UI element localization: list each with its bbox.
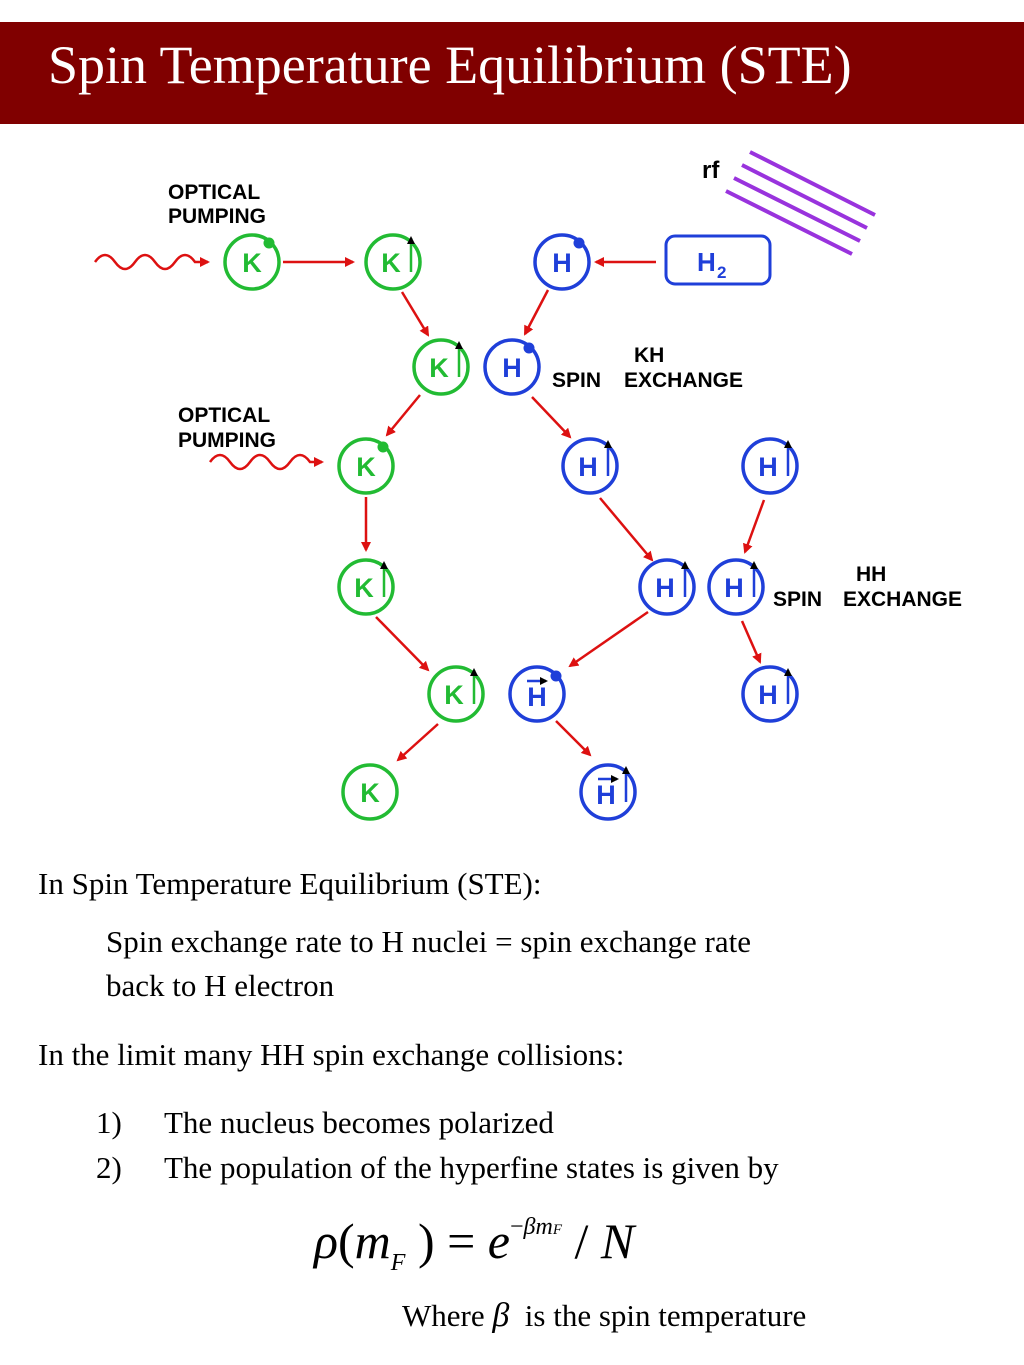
page-title: Spin Temperature Equilibrium (STE): [48, 35, 852, 95]
hh-exchange-line1: HH: [856, 563, 886, 586]
optical-pumping-mid-line2: PUMPING: [178, 429, 276, 452]
photon-wave-mid: [208, 453, 324, 471]
k-atom-7: K: [341, 763, 399, 821]
rate-line-2: back to H electron: [106, 968, 335, 1003]
k-atom-5: K: [337, 558, 395, 616]
photon-wave-top: [93, 253, 210, 271]
svg-text:H: H: [655, 573, 675, 603]
svg-text:H: H: [724, 573, 744, 603]
svg-text:K: K: [444, 680, 464, 710]
svg-text:H: H: [758, 680, 778, 710]
h-atom-6: H: [707, 558, 765, 616]
h-atom-7: H: [508, 665, 566, 723]
limit-text: In the limit many HH spin exchange colli…: [38, 1037, 625, 1072]
svg-text:H: H: [552, 248, 572, 278]
h2-molecule-box: H 2: [664, 234, 772, 286]
list-item-1: The nucleus becomes polarized: [164, 1105, 554, 1140]
svg-text:K: K: [429, 353, 449, 383]
h-atom-8: H: [741, 665, 799, 723]
svg-text:K: K: [360, 778, 380, 808]
h2-label: H: [697, 247, 716, 277]
rf-lines: [725, 150, 876, 256]
kh-exchange-line2: EXCHANGE: [624, 369, 743, 392]
list-item-2: The population of the hyperfine states i…: [164, 1150, 779, 1185]
svg-text:K: K: [381, 248, 401, 278]
rate-line-1: Spin exchange rate to H nuclei = spin ex…: [106, 924, 751, 959]
optical-pumping-top-line1: OPTICAL: [168, 181, 260, 204]
where-note: Where β is the spin temperature: [402, 1297, 807, 1334]
k-atom-3: K: [412, 338, 470, 396]
svg-text:H: H: [758, 452, 778, 482]
intro-text: In Spin Temperature Equilibrium (STE):: [38, 866, 542, 901]
hh-exchange-spin: SPIN: [773, 588, 822, 611]
h-atom-1: H: [533, 233, 591, 291]
hh-exchange-line2: EXCHANGE: [843, 588, 962, 611]
svg-text:K: K: [354, 573, 374, 603]
kh-exchange-line1: KH: [634, 344, 664, 367]
h-atom-3: H: [561, 437, 619, 495]
svg-text:H: H: [502, 353, 522, 383]
rf-label: rf: [702, 157, 720, 184]
reaction-arrows: [283, 257, 766, 762]
svg-text:K: K: [356, 452, 376, 482]
list-number-1: 1): [96, 1105, 122, 1140]
optical-pumping-top-line2: PUMPING: [168, 205, 266, 228]
k-atom-4: K: [337, 437, 395, 495]
k-atom-2: K: [364, 233, 422, 291]
svg-text:K: K: [242, 248, 262, 278]
title-bar: [0, 22, 1024, 124]
list-number-2: 2): [96, 1150, 122, 1185]
kh-exchange-spin: SPIN: [552, 369, 601, 392]
h-atom-4: H: [741, 437, 799, 495]
svg-text:H: H: [527, 682, 547, 712]
k-atom-1: K: [223, 233, 281, 291]
population-formula: ρ(mF ) = e−βmF / N: [314, 1213, 635, 1276]
h-atom-5: H: [638, 558, 696, 616]
h2-subscript: 2: [717, 263, 726, 282]
svg-text:H: H: [578, 452, 598, 482]
k-atom-6: K: [427, 665, 485, 723]
optical-pumping-mid-line1: OPTICAL: [178, 404, 270, 427]
h-atom-2: H: [483, 338, 541, 396]
h-atom-9: H: [579, 763, 637, 821]
spin-exchange-diagram: OPTICAL PUMPING OPTICAL PUMPING rf H 2: [93, 150, 962, 821]
svg-text:H: H: [596, 780, 616, 810]
